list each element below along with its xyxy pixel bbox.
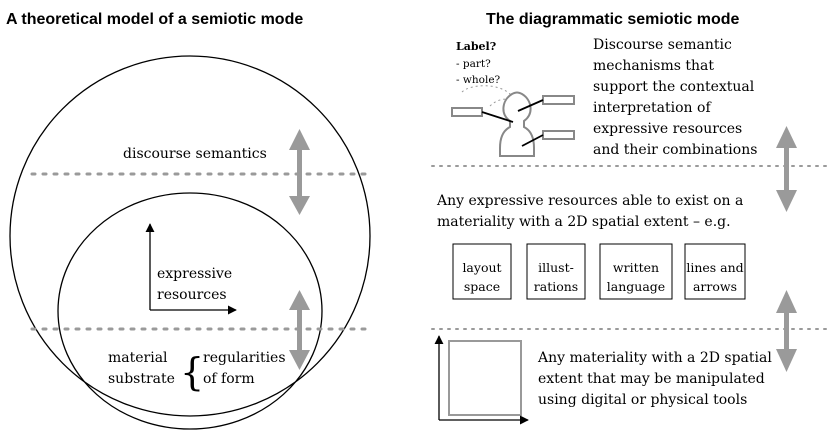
regularities-label-line2: of form	[203, 371, 255, 387]
right-title: The diagrammatic semiotic mode	[486, 11, 740, 28]
expressive-axes	[145, 223, 237, 315]
right-double-arrow-lower	[776, 290, 797, 372]
regularities-label-line1: regularities	[203, 350, 286, 366]
discourse-semantics-label: discourse semantics	[123, 146, 267, 162]
svg-text:space: space	[464, 279, 500, 294]
materiality-text-line3: using digital or physical tools	[538, 392, 747, 408]
svg-text:lines and: lines and	[686, 260, 743, 275]
svg-text:arrows: arrows	[693, 279, 737, 294]
expressive-text-line1: Any expressive resources able to exist o…	[436, 193, 743, 209]
box-illustrations: illust- rations	[526, 243, 586, 300]
label-illustration	[451, 85, 575, 157]
material-label-line1: material	[108, 350, 168, 366]
left-double-arrow-lower	[289, 290, 310, 370]
svg-text:language: language	[607, 279, 665, 294]
expressive-label-line1: expressive	[157, 266, 232, 282]
materiality-text-line1: Any materiality with a 2D spatial	[537, 350, 772, 366]
discourse-text-line6: and their combinations	[593, 142, 757, 158]
curly-brace: {	[180, 350, 204, 394]
discourse-text-line4: interpretation of	[593, 100, 712, 116]
box-written-language: written language	[599, 243, 673, 300]
inner-circle	[57, 192, 323, 430]
svg-text:rations: rations	[534, 279, 578, 294]
left-double-arrow-upper	[289, 129, 310, 215]
label-option-whole: - whole?	[456, 74, 501, 86]
box-layout-space: layout space	[452, 243, 512, 300]
right-double-arrow-upper	[776, 126, 797, 212]
box-lines-and-arrows: lines and arrows	[684, 243, 746, 300]
left-title: A theoretical model of a semiotic mode	[6, 11, 303, 28]
material-label-line2: substrate	[108, 371, 175, 387]
discourse-text-line2: mechanisms that	[593, 58, 714, 74]
label-option-part: - part?	[456, 58, 491, 70]
expressive-text-line2: materiality with a 2D spatial extent – e…	[437, 214, 731, 230]
svg-text:layout: layout	[462, 260, 501, 275]
materiality-text-line2: extent that may be manipulated	[538, 371, 765, 387]
materiality-square	[434, 335, 529, 425]
discourse-text-line1: Discourse semantic	[593, 37, 732, 53]
svg-text:illust-: illust-	[538, 260, 574, 275]
svg-text:written: written	[613, 260, 659, 275]
discourse-text-line5: expressive resources	[593, 121, 742, 137]
discourse-text-line3: support the contextual	[593, 79, 755, 95]
expressive-label-line2: resources	[157, 287, 227, 303]
label-question: Label?	[456, 40, 496, 53]
outer-circle	[9, 55, 371, 417]
